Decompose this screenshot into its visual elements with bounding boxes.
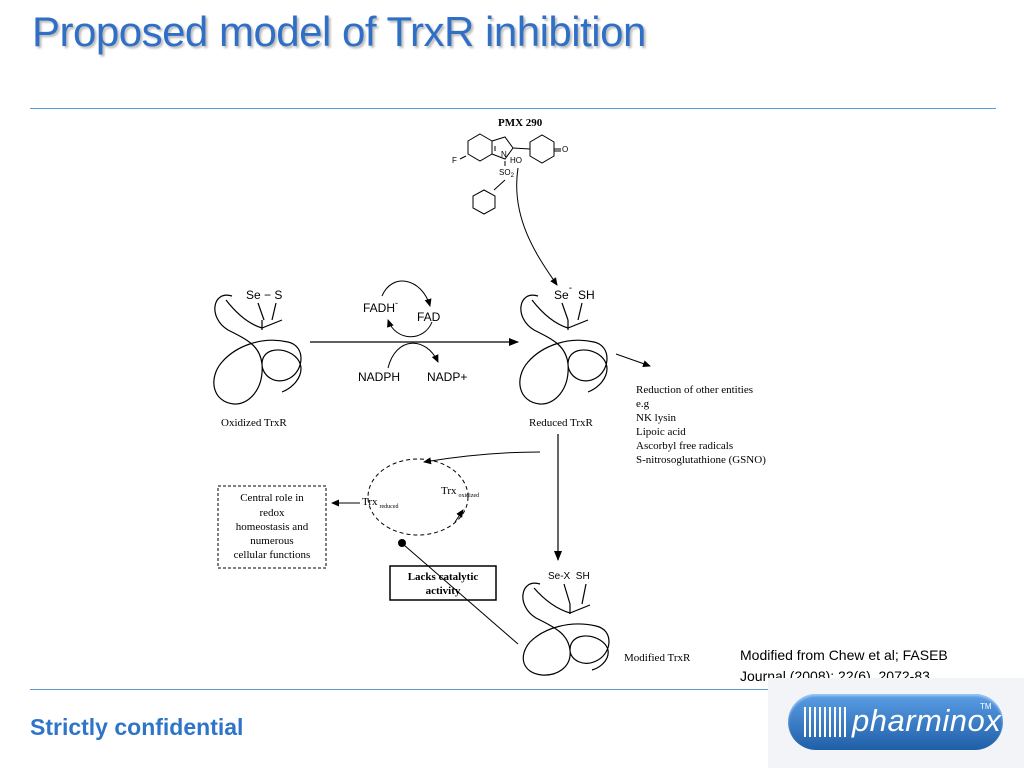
reduced-to-trx-arrow: [423, 451, 541, 465]
central-role-line: cellular functions: [234, 549, 311, 561]
central-role-line: Central role in: [240, 492, 304, 504]
central-role-line: redox: [259, 507, 285, 519]
oxidized-trxr-protein: [213, 294, 302, 405]
reduced-trxr-label: Reduced TrxR: [529, 417, 594, 429]
trx-cycle-arrowhead: [454, 509, 464, 523]
fadh-fad-arrow: [381, 280, 432, 307]
atom-so2: SO2: [499, 168, 515, 179]
citation-line: Modified from Chew et al; FASEB: [740, 647, 948, 663]
bottom-divider: [30, 689, 996, 690]
inhibition-dot: [398, 539, 406, 547]
reduction-heading: Reduction of other entities: [636, 384, 753, 396]
reduction-item: NK lysin: [636, 412, 677, 424]
confidentiality-footer: Strictly confidential: [30, 714, 244, 740]
lacks-activity-line: activity: [426, 585, 461, 597]
nadp-label: NADP+: [427, 370, 467, 384]
atom-n: N: [501, 150, 507, 159]
reduction-item: S-nitrosoglutathione (GSNO): [636, 454, 766, 466]
central-role-text: Central role in redox homeostasis and nu…: [234, 492, 311, 561]
lacks-activity-line: Lacks catalytic: [408, 571, 479, 583]
logo-tm: TM: [980, 702, 992, 711]
atom-f: F: [452, 156, 457, 165]
logo-text: pharminox: [852, 703, 1002, 738]
reduced-trxr-protein: [519, 294, 608, 405]
atom-ho: HO: [510, 156, 522, 165]
nadph-arrow: [387, 342, 439, 369]
pharminox-logo: pharminox TM: [788, 694, 1003, 750]
top-divider: [30, 108, 996, 109]
inhibitor-arrow: [516, 167, 558, 286]
slide-title: Proposed model of TrxR inhibition: [32, 8, 646, 55]
modified-trxr-label: Modified TrxR: [624, 652, 691, 664]
reduction-entities-list: Reduction of other entities e.g NK lysin…: [636, 384, 766, 466]
fadh-label: FADH-: [363, 298, 398, 315]
nadph-label: NADPH: [358, 370, 400, 384]
oxidized-trxr-label: Oxidized TrxR: [221, 417, 287, 429]
compound-label: PMX 290: [498, 117, 543, 129]
central-role-line: numerous: [250, 535, 293, 547]
reduced-site-label: Se-SH: [554, 283, 595, 302]
atom-o: O: [562, 145, 568, 154]
reduction-entities-arrow: [615, 353, 651, 367]
lacks-activity-box: [389, 565, 497, 601]
modified-trxr-protein: [522, 582, 610, 676]
inhibition-line: [403, 544, 519, 645]
modified-site-label: Se-X SH: [548, 571, 590, 582]
reduction-item: Ascorbyl free radicals: [636, 440, 733, 452]
fad-fadh-arrow: [387, 319, 433, 338]
central-role-line: homeostasis and: [236, 521, 309, 533]
logo-bars-icon: [804, 707, 848, 737]
reduction-item: e.g: [636, 398, 650, 410]
oxidized-site-label: Se − S: [246, 288, 282, 302]
pmx290-structure: PMX 290 F N HO O SO2: [452, 117, 568, 215]
fad-label: FAD: [417, 310, 441, 324]
reduction-item: Lipoic acid: [636, 426, 686, 438]
logo-area: pharminox TM: [768, 678, 1024, 768]
trx-cycle: [367, 458, 469, 536]
